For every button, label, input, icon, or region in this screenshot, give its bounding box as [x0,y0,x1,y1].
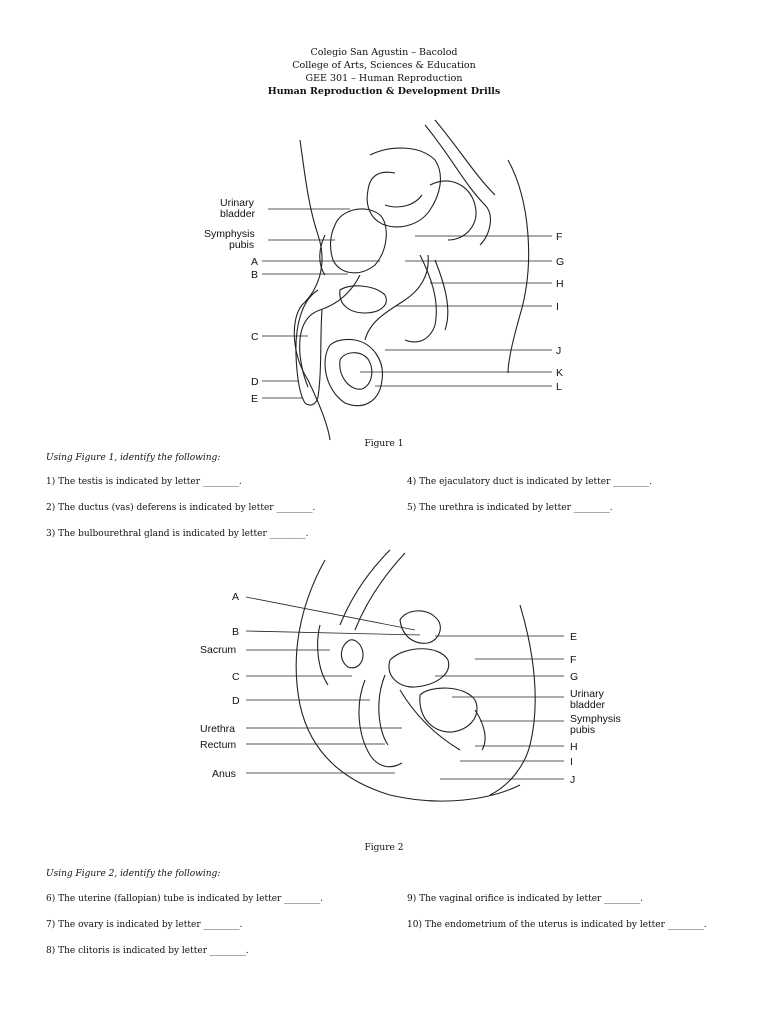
figure-1-diagram: Urinary bladder Symphysis pubis A B C D … [190,115,600,445]
label-symphysis-2: Symphysis [570,713,621,725]
label-f: F [556,231,562,243]
label-urinary-2: Urinary [570,688,605,700]
question-10: 10) The endometrium of the uterus is ind… [407,920,707,930]
question-9: 9) The vaginal orifice is indicated by l… [407,894,644,904]
uterine-tube-shape [399,610,441,644]
female-anatomy-illustration: A B Sacrum C D Urethra Rectum Anus E F G… [200,549,621,802]
label-h-2: H [570,741,578,753]
question-7: 7) The ovary is indicated by letter ____… [46,920,243,930]
male-anatomy-illustration: Urinary bladder Symphysis pubis A B C D … [204,119,564,441]
college-name: College of Arts, Sciences & Education [292,60,476,71]
abdomen-outline [507,159,530,374]
body-outline [295,559,521,802]
label-sacrum: Sacrum [200,644,236,656]
label-d: D [251,376,259,388]
label-c: C [251,331,259,343]
label-c-2: C [232,671,240,683]
label-rectum: Rectum [200,739,236,751]
penis-shape [295,289,323,406]
school-name: Colegio San Agustin – Bacolod [310,47,458,58]
course-name: GEE 301 – Human Reproduction [305,73,463,84]
label-g: G [556,256,564,268]
ovary-shape [340,639,364,669]
label-j: J [556,345,561,357]
label-pubis: pubis [229,239,254,251]
prostate-shape [339,285,387,314]
figure-1-caption: Figure 1 [364,439,404,449]
intestine-coils [366,147,441,228]
scrotum-shape [324,338,383,407]
rectum-shape [358,679,403,768]
question-6: 6) The uterine (fallopian) tube is indic… [46,894,324,904]
label-b: B [251,269,258,281]
vagina-path [399,689,461,751]
pubic-bone-shape [319,234,326,276]
question-2: 2) The ductus (vas) deferens is indicate… [46,503,316,513]
spine [424,124,491,246]
label-f-2: F [570,654,576,666]
urinary-bladder-shape [330,208,387,274]
label-l: L [556,381,562,393]
spine [339,549,391,626]
back-outline [293,139,331,441]
label-a-2: A [232,591,239,603]
question-3: 3) The bulbourethral gland is indicated … [46,529,309,539]
question-8: 8) The clitoris is indicated by letter _… [46,946,249,956]
rectum-shape [404,254,437,343]
figure-2-caption: Figure 2 [364,843,404,853]
label-bladder-2: bladder [570,699,606,711]
label-i-2: I [570,756,573,768]
sacrum-shape [317,624,329,686]
label-g-2: G [570,671,578,683]
label-i: I [556,301,559,313]
question-4: 4) The ejaculatory duct is indicated by … [407,477,653,487]
label-k: K [556,367,563,379]
label-d-2: D [232,695,240,707]
figure-1-instruction: Using Figure 1, identify the following: [46,453,221,463]
label-b-2: B [232,626,239,638]
uterus-shape [388,648,450,688]
question-1: 1) The testis is indicated by letter ___… [46,477,242,487]
label-anus: Anus [212,768,236,780]
urethra-path [299,274,361,388]
label-j-2: J [570,774,575,786]
label-pubis-2: pubis [570,724,595,736]
abdomen-outline [489,604,536,796]
label-bladder: bladder [220,208,256,220]
testis-shape [339,352,373,390]
label-symphysis: Symphysis [204,228,255,240]
figure-2-instruction: Using Figure 2, identify the following: [46,869,221,879]
question-5: 5) The urethra is indicated by letter __… [407,503,613,513]
document-title: Human Reproduction & Development Drills [267,86,501,97]
label-h: H [556,278,564,290]
pubic-shape [474,709,486,751]
label-e-2: E [570,631,577,643]
label-e: E [251,393,258,405]
ductus-deferens-path [364,254,429,341]
document-header: Colegio San Agustin – Bacolod College of… [0,46,768,98]
label-urethra: Urethra [200,723,235,735]
figure-2-diagram: A B Sacrum C D Urethra Rectum Anus E F G… [190,545,630,835]
bladder-shape [419,687,478,733]
label-a: A [251,256,258,268]
label-urinary: Urinary [220,197,255,209]
